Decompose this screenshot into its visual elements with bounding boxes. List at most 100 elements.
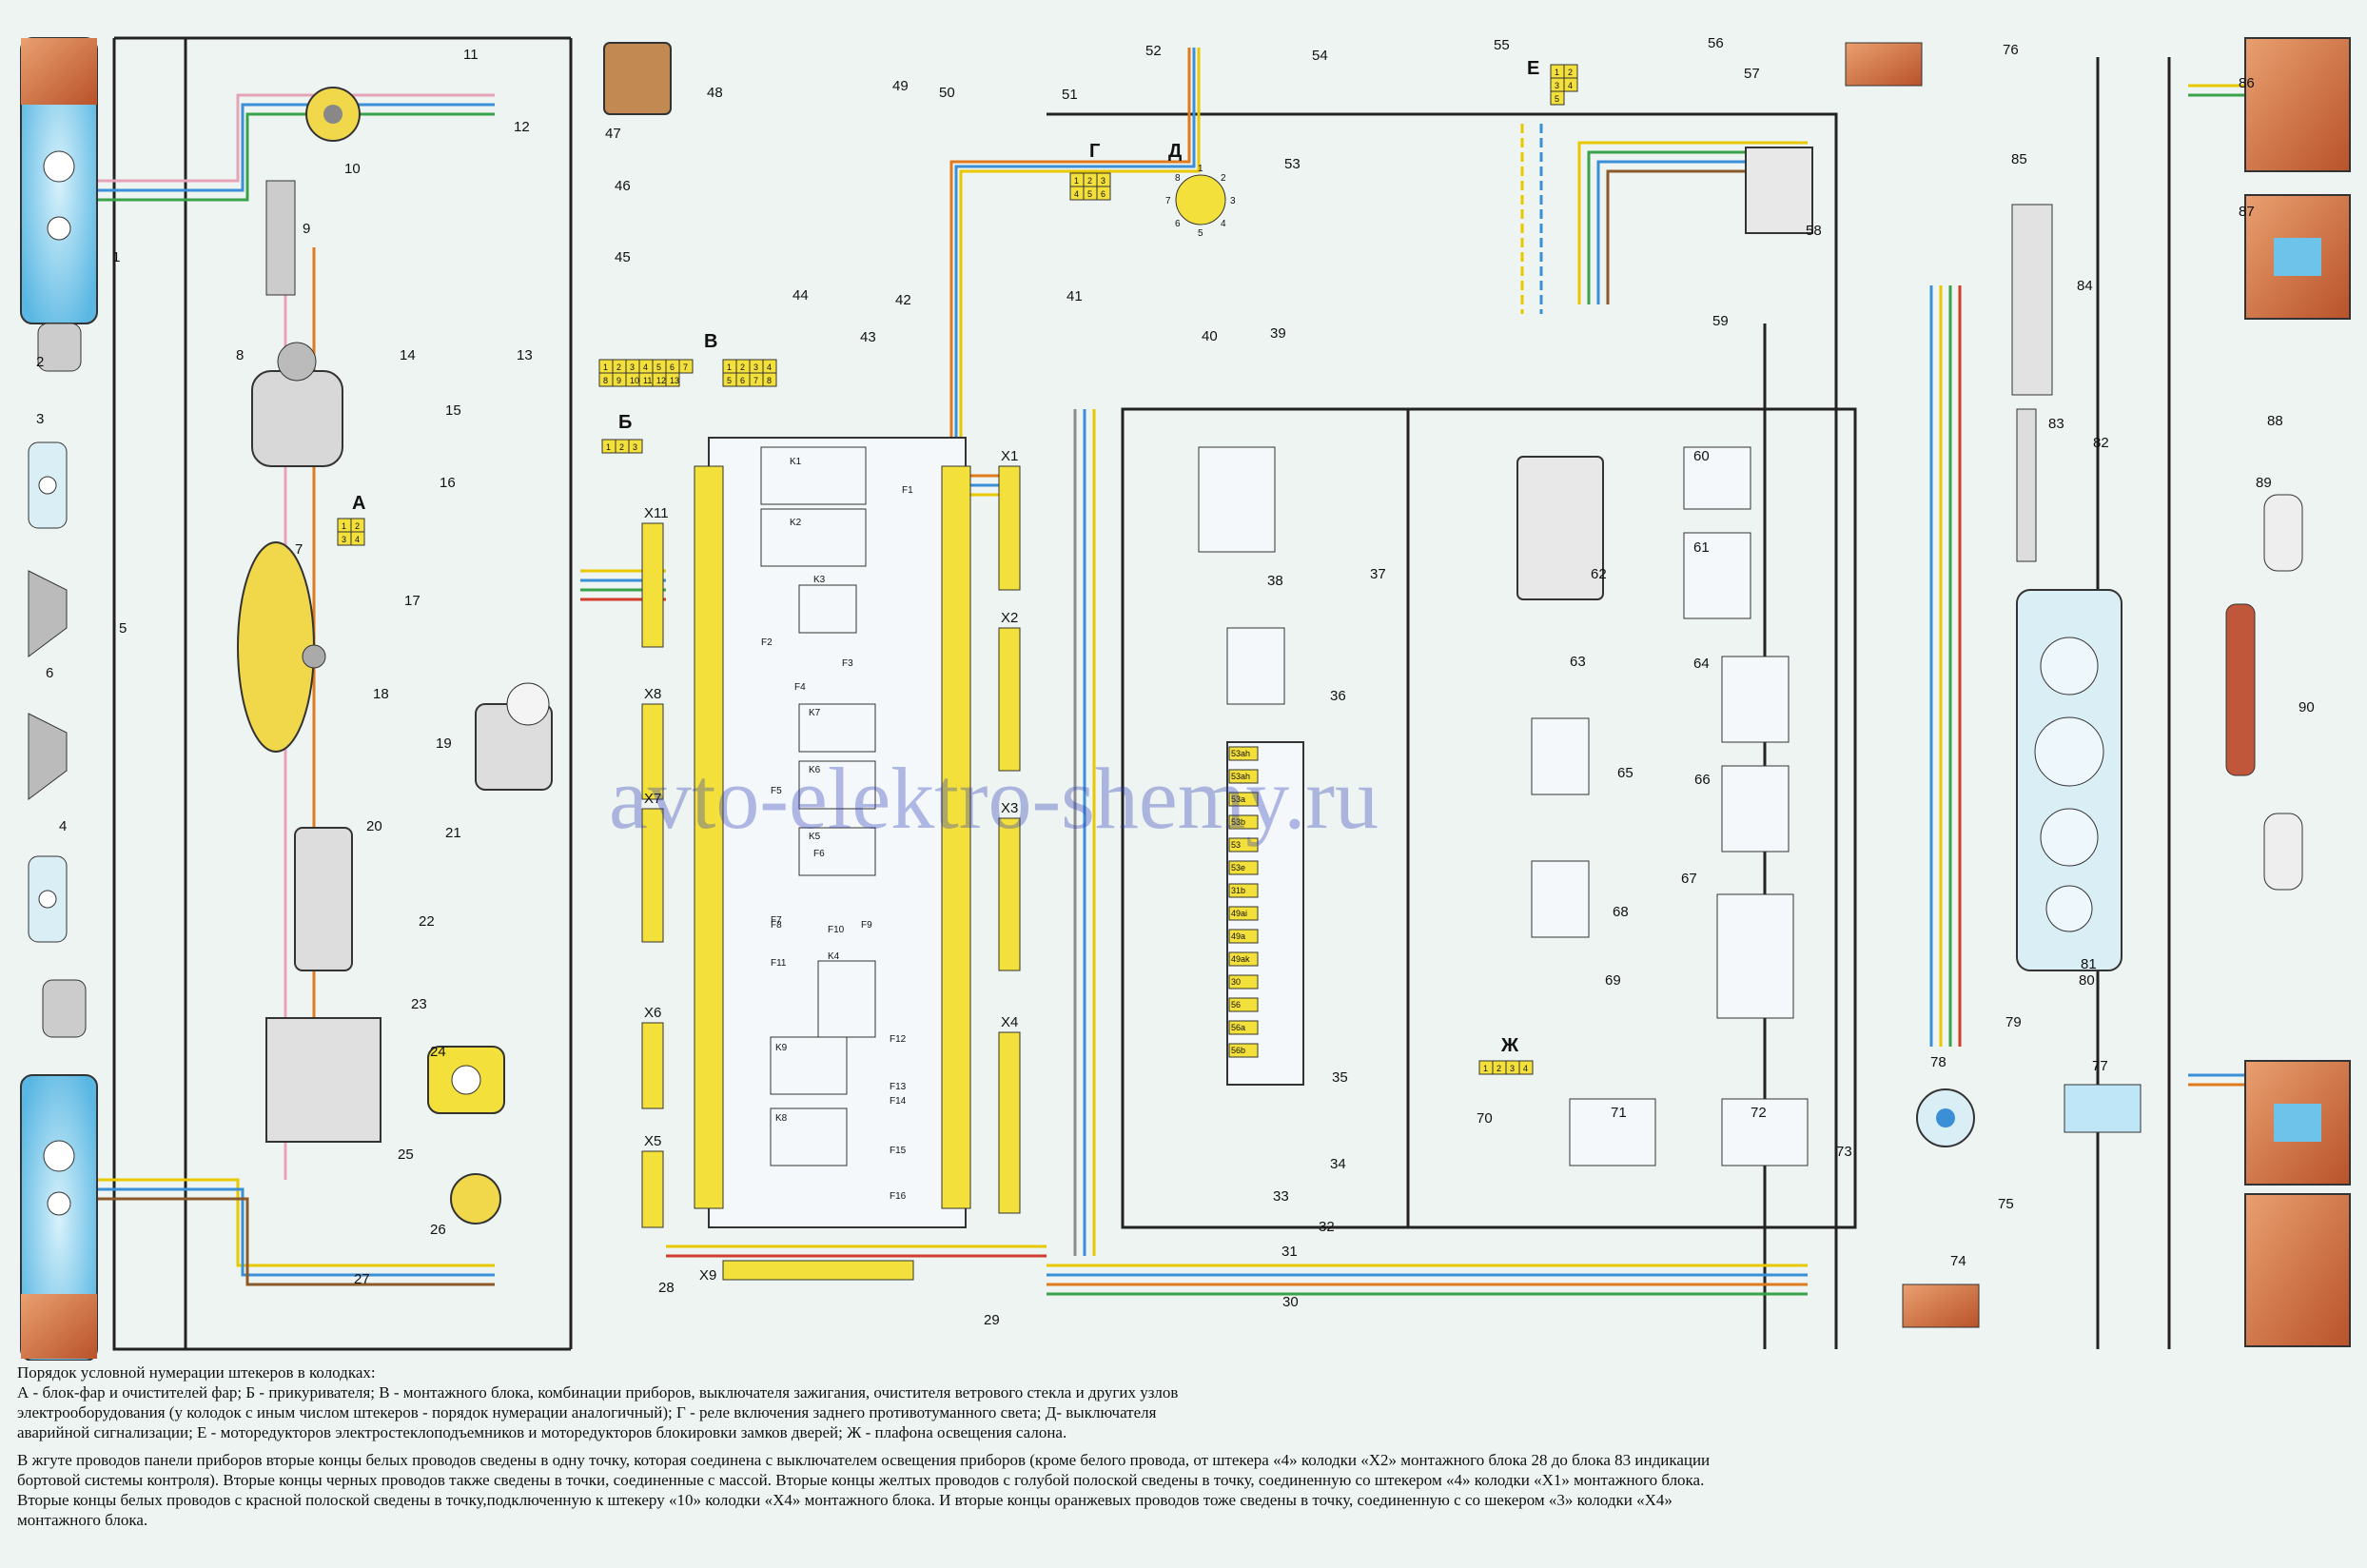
connector-d-pin-label: 8 — [1175, 173, 1181, 184]
harness-line-2: бортовой системы контроля). Вторые концы… — [17, 1471, 1705, 1489]
brake-fluid-sensor — [427, 1046, 505, 1114]
component-number: 59 — [1712, 313, 1729, 329]
component-number: 69 — [1605, 972, 1621, 989]
connector-e-pin-cell — [1550, 90, 1565, 106]
ignition-pin-label: 53a — [1231, 794, 1245, 804]
connector-b-pin-cell — [628, 439, 643, 454]
connector-b-pin-label: 3 — [633, 442, 637, 452]
component-number: 41 — [1066, 288, 1083, 304]
connector-e-pin-label: 3 — [1555, 81, 1559, 90]
component-number: 58 — [1806, 223, 1822, 239]
connector-zh-pin-label: 3 — [1510, 1064, 1515, 1073]
component-number: 50 — [939, 85, 955, 101]
block-connector-label: X4 — [1001, 1014, 1018, 1030]
connector-x7 — [641, 808, 664, 943]
relay-k6 — [798, 760, 876, 810]
block-connector-label: X6 — [644, 1005, 661, 1021]
component-number: 29 — [984, 1312, 1000, 1328]
relay-label: K1 — [790, 457, 802, 467]
check-control-display — [2011, 204, 2053, 396]
ignition-pin-cell — [1228, 1043, 1259, 1058]
component-number: 51 — [1062, 87, 1078, 103]
component-number: 42 — [895, 292, 911, 308]
component-number: 86 — [2239, 75, 2255, 91]
rear-lamp-87-bottom — [2244, 1060, 2351, 1186]
ignition-pin-cell — [1228, 860, 1259, 875]
component-number: 39 — [1270, 325, 1286, 342]
connector-g-pin-label: 6 — [1101, 189, 1105, 199]
ground-bus — [112, 36, 2171, 1351]
component-number: 76 — [2003, 42, 2019, 58]
horn-bottom — [28, 713, 68, 800]
notes-heading: Порядок условной нумерации штекеров в ко… — [17, 1363, 376, 1382]
harness-note: В жгуте проводов панели приборов вторые … — [17, 1450, 2338, 1530]
connector-v13-pin-label: 1 — [603, 363, 608, 372]
component-number: 49 — [892, 78, 909, 94]
connector-a-pin-label: 1 — [342, 521, 346, 531]
connector-x2 — [998, 627, 1021, 772]
battery — [265, 1017, 381, 1143]
connector-x8 — [641, 703, 664, 800]
component-number: 87 — [2239, 204, 2255, 220]
connector-v8-pin-label: 4 — [767, 363, 772, 372]
headlamp-bottom-left — [20, 1074, 98, 1361]
ignition-pin-label: 53ah — [1231, 749, 1250, 758]
fuse-label: F8 — [771, 920, 782, 931]
relay-label: K9 — [775, 1043, 788, 1053]
component-number: 20 — [366, 818, 382, 834]
ignition-pin-label: 53b — [1231, 817, 1245, 827]
component-number: 78 — [1930, 1054, 1946, 1070]
component-number: 72 — [1751, 1105, 1767, 1121]
ignition-pin-cell — [1228, 906, 1259, 921]
connector-v8-pin-label: 2 — [740, 363, 745, 372]
component-number: 83 — [2048, 416, 2064, 432]
component-number: 71 — [1611, 1105, 1627, 1121]
ignition-pin-label: 56 — [1231, 1000, 1241, 1009]
distributor — [305, 87, 361, 142]
rear-lamp-86-bottom — [2244, 1193, 2351, 1347]
letter-a: А — [352, 493, 365, 514]
starter — [294, 827, 353, 971]
connector-a-pin-cell — [350, 531, 365, 546]
side-lamp-74-bottom — [1902, 1284, 1980, 1328]
switch-60 — [1683, 446, 1751, 510]
ignition-pin-label: 56b — [1231, 1046, 1245, 1055]
relay-label: K4 — [828, 951, 840, 962]
connector-e-pin-label: 5 — [1555, 94, 1559, 104]
connector-x4 — [998, 1031, 1021, 1214]
relay-k7 — [798, 703, 876, 753]
connector-v8-pin-cell — [762, 372, 777, 387]
wash-pump-bottom — [42, 979, 87, 1038]
connector-v13-pin-label: 6 — [670, 363, 675, 372]
component-number: 2 — [36, 354, 44, 370]
resistor-90 — [2225, 603, 2256, 776]
component-number: 30 — [1282, 1294, 1299, 1310]
mounting-block — [694, 437, 971, 1228]
ignition-pin-cell — [1228, 746, 1259, 761]
door-lock-module-58 — [1745, 147, 1813, 234]
ignition-pin-label: 49ak — [1231, 954, 1250, 964]
fuse-label: F12 — [890, 1034, 907, 1045]
component-number: 25 — [398, 1147, 414, 1163]
ignition-pin-labels: 53ah53ah53a53b5353e31b49ai49a49ak305656a… — [1228, 746, 1259, 1058]
component-number: 65 — [1617, 765, 1633, 781]
component-number: 21 — [445, 825, 461, 841]
relay-label: K6 — [809, 765, 821, 775]
rear-lamp-87-top — [2244, 194, 2351, 320]
ignition-pin-cell — [1228, 929, 1259, 944]
ignition-pin-label: 53e — [1231, 863, 1245, 872]
relay-k1 — [760, 446, 867, 505]
component-number: 66 — [1694, 772, 1711, 788]
letter-zh: Ж — [1500, 1035, 1519, 1056]
notes-line-2: электрооборудования (у колодок с иным чи… — [17, 1403, 1157, 1421]
window-motor-72 — [1721, 1098, 1809, 1166]
block-connector-label: X3 — [1001, 800, 1018, 816]
fuse-label: F11 — [771, 958, 787, 969]
component-number: 53 — [1284, 156, 1301, 172]
connector-v8-pin-label: 7 — [753, 376, 758, 385]
